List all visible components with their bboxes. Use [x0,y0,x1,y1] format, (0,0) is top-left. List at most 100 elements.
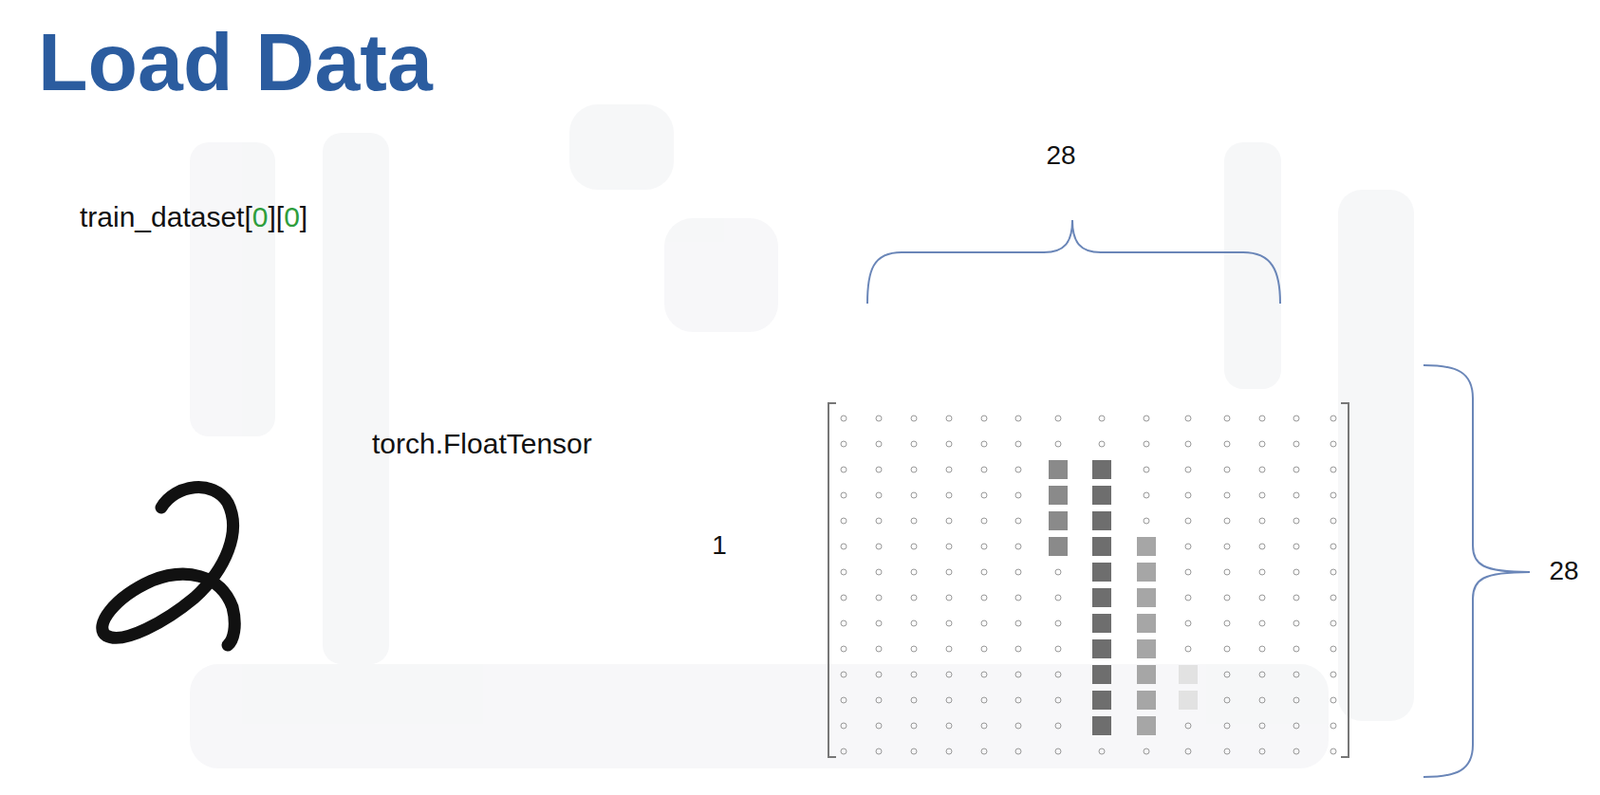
pixel-cell [946,518,952,524]
pixel-cell [1015,723,1022,729]
pixel-cell [875,723,882,729]
pixel-cell [840,466,847,473]
matrix-bracket [1340,403,1349,758]
pixel-cell [1015,671,1022,678]
pixel-cell [1015,620,1022,627]
pixel-cell [1293,748,1300,755]
pixel-cell [946,543,952,550]
pixel-cell [1143,441,1150,447]
pixel-cell [1098,415,1105,422]
pixel-cell [1092,537,1112,557]
pixel-cell [1259,415,1266,422]
pixel-cell [1185,518,1191,524]
pixel-cell [1224,518,1230,524]
faded-background [189,104,1414,769]
pixel-cell [911,518,917,524]
pixel-cell [1259,595,1266,601]
code-expression: train_dataset[0][0] [79,203,308,232]
pixel-cell [911,543,917,550]
pixel-cell [1293,697,1300,704]
pixel-cell [981,569,987,576]
pixel-cell [875,415,882,422]
pixel-cell [1259,646,1266,652]
pixel-cell [1259,543,1266,550]
pixel-cell [1259,441,1266,447]
pixel-cell [1055,569,1061,576]
pixel-cell [1224,748,1230,755]
pixel-cell [875,543,882,550]
pixel-cell [946,748,952,755]
pixel-cell [981,671,987,678]
pixel-cell [1224,415,1230,422]
pixel-cell [1136,537,1156,557]
pixel-cell [875,646,882,652]
pixel-cell [1092,639,1112,659]
pixel-cell [1185,646,1191,652]
pixel-cell [1055,646,1061,652]
pixel-cell [1055,441,1061,447]
pixel-cell [840,569,847,576]
pixel-cell [1224,671,1230,678]
pixel-cell [1259,466,1266,473]
pixel-cell [1224,543,1230,550]
pixel-cell [1136,639,1156,659]
pixel-cell [1330,543,1337,550]
pixel-cell [875,492,882,499]
pixel-cell [1048,460,1068,480]
pixel-cell [1330,671,1337,678]
pixel-cell [1185,415,1191,422]
pixel-cell [1098,441,1105,447]
pixel-cell [1048,537,1068,557]
pixel-cell [1293,415,1300,422]
pixel-cell [911,441,917,447]
pixel-cell [1048,511,1068,531]
pixel-cell [1330,620,1337,627]
pixel-cell [911,466,917,473]
pixel-cell [1185,492,1191,499]
pixel-cell [981,415,987,422]
pixel-cell [1098,748,1105,755]
pixel-cell [840,748,847,755]
pixel-cell [911,671,917,678]
pixel-cell [1143,518,1150,524]
pixel-cell [946,415,952,422]
pixel-cell [1330,415,1337,422]
pixel-cell [1015,543,1022,550]
pixel-cell [1259,620,1266,627]
pixel-cell [875,697,882,704]
pixel-cell [946,723,952,729]
pixel-cell [1136,588,1156,608]
pixel-cell [911,748,917,755]
pixel-cell [1178,690,1198,710]
pixel-cell [1055,748,1061,755]
pixel-cell [1224,620,1230,627]
dimension-label: 28 [1548,558,1579,585]
pixel-cell [1092,665,1112,685]
pixel-cell [1092,613,1112,633]
pixel-cell [840,415,847,422]
pixel-cell [981,723,987,729]
pixel-cell [875,441,882,447]
pixel-cell [1015,466,1022,473]
pixel-cell [1293,646,1300,652]
pixel-cell [1185,620,1191,627]
pixel-cell [1092,690,1112,710]
pixel-cell [1330,441,1337,447]
pixel-cell [1259,723,1266,729]
pixel-cell [1143,466,1150,473]
pixel-cell [1136,716,1156,736]
pixel-cell [1259,697,1266,704]
pixel-cell [1015,569,1022,576]
pixel-cell [840,620,847,627]
pixel-cell [1136,690,1156,710]
pixel-cell [1293,518,1300,524]
pixel-cell [1185,723,1191,729]
pixel-cell [981,543,987,550]
pixel-cell [981,492,987,499]
pixel-cell [1224,441,1230,447]
pixel-cell [1015,748,1022,755]
pixel-cell [981,518,987,524]
pixel-cell [840,697,847,704]
pixel-cell [911,697,917,704]
pixel-cell [1330,466,1337,473]
